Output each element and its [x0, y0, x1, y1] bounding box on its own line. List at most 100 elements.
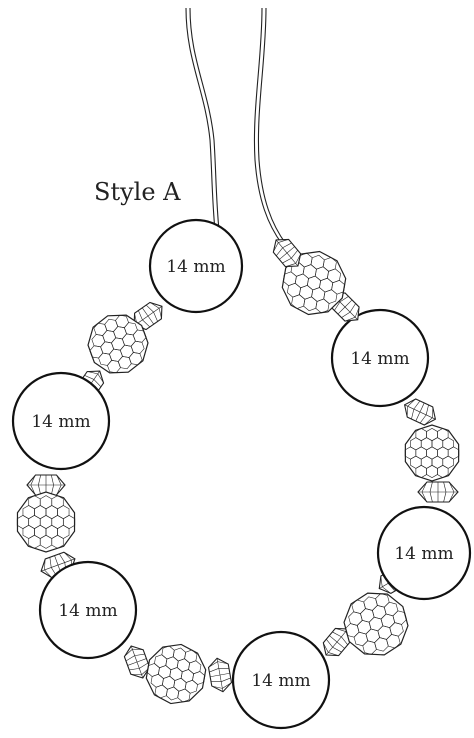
bicone-facet	[344, 316, 356, 322]
bicone-facet	[153, 311, 158, 322]
facet	[51, 534, 64, 549]
bicone-facet	[38, 474, 41, 486]
bicone-facet	[322, 642, 329, 653]
bicone-facet	[142, 307, 149, 317]
bicone-facet	[209, 668, 219, 673]
bead-size-label: 14 mm	[58, 601, 117, 621]
bicone-facet	[139, 662, 149, 669]
bicone-facet	[326, 639, 333, 648]
bicone-right-6	[272, 238, 302, 268]
bicone-facet	[282, 257, 292, 264]
bicone-facet	[432, 406, 434, 418]
bicone-facet	[278, 238, 289, 243]
bicone-facet	[93, 379, 102, 388]
bicone-facet	[337, 306, 346, 315]
bead-size-label: 14 mm	[394, 544, 453, 564]
bicone-bottom-2	[207, 657, 233, 693]
bicone-facet	[219, 672, 230, 676]
cord-left	[185, 7, 220, 231]
faceted-bead-outline	[87, 314, 149, 374]
bicone-facet	[334, 301, 341, 311]
bicone-facet	[125, 655, 135, 662]
bicone-facet	[138, 310, 143, 321]
bicone-facet	[276, 247, 283, 256]
round-bead-14mm	[148, 218, 244, 314]
faceted-bead-left-2	[16, 491, 76, 553]
bicone-facet	[344, 299, 353, 308]
bicone-facet	[332, 646, 342, 653]
round-bead-14mm	[330, 308, 430, 408]
bicone-facet	[295, 253, 302, 264]
round-bead-right-upper: 14 mm	[330, 308, 430, 408]
bicone-facet	[443, 481, 447, 493]
round-bead-top-left: 14 mm	[148, 218, 244, 314]
facet	[437, 464, 449, 478]
bicone-facet	[291, 250, 298, 259]
bicone-facet	[136, 658, 147, 663]
faceted-bead-right-3	[281, 250, 347, 316]
bicone-facet	[341, 636, 348, 645]
round-bead-14mm	[231, 630, 331, 730]
round-bead-bottom-center: 14 mm	[231, 630, 331, 730]
bicone-facet	[282, 242, 292, 249]
bicone-facet	[145, 304, 154, 313]
bicone-left-1	[133, 301, 163, 331]
bicone-facet	[411, 409, 415, 420]
bicone-facet	[158, 308, 162, 319]
faceted-bead-outline	[281, 250, 347, 316]
bicone-facet	[59, 553, 66, 563]
bicone-facet	[44, 559, 46, 570]
bicone-facet	[54, 555, 59, 566]
bicone-facet	[339, 296, 349, 303]
bicone-right-3	[417, 481, 459, 503]
bicone-facet	[30, 484, 36, 496]
bicone-facet	[421, 491, 428, 503]
bead-size-label: 14 mm	[350, 349, 409, 369]
bicone-facet	[222, 682, 232, 689]
faceted-bead-right-1	[343, 592, 409, 656]
bicone-facet	[84, 375, 95, 380]
facet	[386, 634, 401, 649]
bicone-facet	[443, 491, 447, 503]
faceted-bead-outline	[404, 424, 460, 482]
bicone-facet	[329, 635, 338, 643]
bicone-facet	[354, 306, 360, 318]
round-bead-right: 14 mm	[376, 505, 472, 601]
bicone-facet	[413, 400, 421, 410]
bead-size-label: 14 mm	[31, 412, 90, 432]
bicone-facet	[279, 252, 288, 260]
faceted-bead-outline	[145, 643, 207, 705]
bicone-facet	[285, 263, 296, 268]
bead-size-label: 14 mm	[166, 257, 225, 277]
faceted-bead-left-1	[87, 314, 149, 374]
bicone-facet	[56, 474, 62, 486]
bicone-facet	[56, 484, 62, 496]
bicone-facet	[328, 652, 339, 657]
bicone-facet	[335, 627, 346, 632]
faceted-bead-right-2	[404, 424, 460, 482]
bicone-facet	[336, 641, 345, 649]
bicone-right-4	[403, 398, 437, 426]
bicone-facet	[286, 246, 295, 254]
bicone-facet	[332, 631, 342, 638]
bicone-facet	[49, 557, 52, 568]
bicone-facet	[419, 402, 425, 413]
bicone-facet	[210, 674, 221, 678]
bead-size-label: 14 mm	[251, 671, 310, 691]
bicone-facet	[341, 311, 351, 318]
faceted-bead-outline	[16, 491, 76, 553]
round-bead-left: 14 mm	[11, 371, 111, 471]
bicone-facet	[429, 491, 433, 503]
bicone-facet	[124, 648, 133, 657]
bicone-facet	[424, 417, 433, 426]
bicone-facet	[30, 474, 36, 486]
bicone-facet	[406, 406, 408, 418]
bicone-facet	[147, 315, 154, 325]
facet	[128, 352, 143, 366]
bicone-facet	[63, 551, 72, 561]
bicone-facet	[448, 491, 455, 503]
bicone-facet	[421, 481, 428, 493]
bicone-facet	[132, 648, 144, 650]
bicone-facet	[130, 674, 142, 676]
